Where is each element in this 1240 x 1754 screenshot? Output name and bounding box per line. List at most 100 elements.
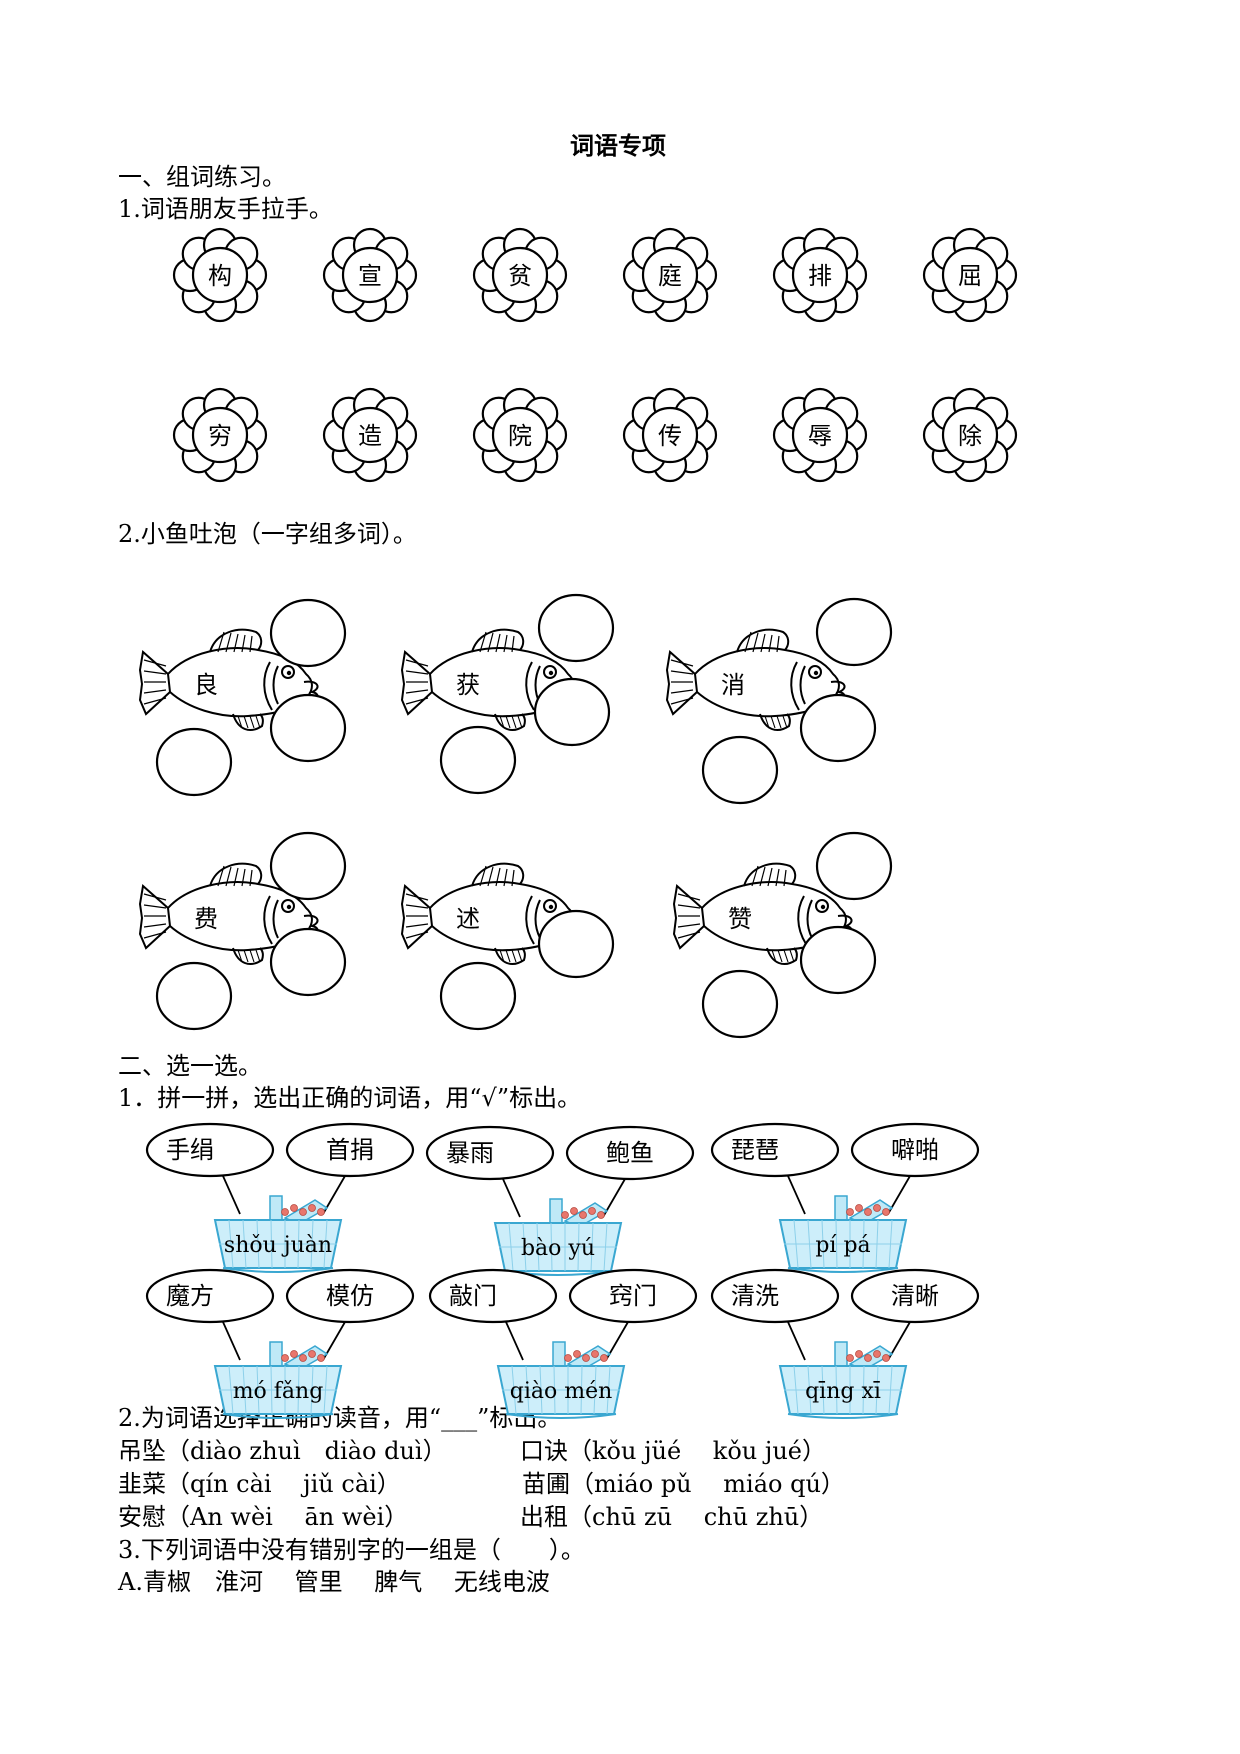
word-basket: 暴雨 鲍鱼 bào yú bbox=[425, 1125, 695, 1276]
answer-bubble[interactable] bbox=[269, 927, 347, 997]
flower-character: 贫 bbox=[508, 262, 532, 290]
word-choice-right[interactable] bbox=[850, 1122, 980, 1178]
word-choice-right[interactable] bbox=[565, 1125, 695, 1181]
word-left: 琵琶 bbox=[731, 1136, 779, 1164]
reading-item: 出租（chū zū chū zhū） bbox=[520, 1503, 824, 1531]
answer-bubble[interactable] bbox=[815, 597, 893, 667]
word-choice-left[interactable] bbox=[428, 1268, 558, 1324]
word-choice-left[interactable] bbox=[710, 1122, 840, 1178]
fish: 良 bbox=[138, 628, 319, 731]
flower-character: 造 bbox=[358, 422, 382, 450]
word-right: 噼啪 bbox=[891, 1136, 939, 1164]
flower: 构 bbox=[172, 227, 268, 323]
fish: 赞 bbox=[672, 862, 853, 965]
answer-bubble[interactable] bbox=[269, 598, 347, 668]
flower: 院 bbox=[472, 387, 568, 483]
word-choice-right[interactable] bbox=[285, 1268, 415, 1324]
basket-pinyin: qīng xī bbox=[805, 1379, 881, 1404]
q1-label: 1.词语朋友手拉手。 bbox=[118, 195, 333, 223]
flower: 传 bbox=[622, 387, 718, 483]
word-right: 首捐 bbox=[326, 1136, 374, 1164]
fish: 费 bbox=[138, 862, 319, 965]
section1-heading: 一、组词练习。 bbox=[118, 163, 286, 191]
answer-bubble[interactable] bbox=[799, 925, 877, 995]
fish-character: 获 bbox=[456, 671, 480, 699]
word-right: 清晰 bbox=[891, 1282, 939, 1310]
flower-character: 构 bbox=[208, 262, 232, 290]
word-left: 魔方 bbox=[166, 1282, 214, 1310]
word-choice-right[interactable] bbox=[568, 1268, 698, 1324]
basket-pinyin: mó fǎng bbox=[233, 1379, 324, 1404]
flower: 辱 bbox=[772, 387, 868, 483]
word-choice-left[interactable] bbox=[710, 1268, 840, 1324]
page-title: 词语专项 bbox=[570, 131, 666, 160]
fish-character: 述 bbox=[456, 905, 480, 933]
answer-bubble[interactable] bbox=[439, 725, 517, 795]
reading-item: 苗圃（miáo pǔ miáo qú） bbox=[522, 1470, 845, 1498]
fish: 消 bbox=[665, 628, 846, 731]
word-choice-right[interactable] bbox=[850, 1268, 980, 1324]
basket-pinyin: bào yú bbox=[521, 1236, 595, 1261]
q2-label: 2.小鱼吐泡（一字组多词）。 bbox=[118, 520, 417, 548]
reading-item: 吊坠（diào zhuì diào duì） bbox=[118, 1437, 447, 1465]
word-choice-left[interactable] bbox=[145, 1268, 275, 1324]
flower: 除 bbox=[922, 387, 1018, 483]
basket-pinyin: pí pá bbox=[815, 1233, 870, 1258]
word-basket: 手绢 首捐 shǒu juàn bbox=[145, 1122, 415, 1273]
answer-bubble[interactable] bbox=[701, 969, 779, 1039]
word-basket: 敲门窍门qiào mén bbox=[428, 1268, 698, 1419]
answer-bubble[interactable] bbox=[537, 909, 615, 979]
word-left: 清洗 bbox=[731, 1282, 779, 1310]
answer-bubble[interactable] bbox=[701, 735, 779, 805]
reading-item: 口诀（kǒu jüé kǒu jué） bbox=[520, 1437, 826, 1465]
flower-character: 穷 bbox=[208, 422, 232, 450]
word-left: 手绢 bbox=[166, 1136, 214, 1164]
word-right: 窍门 bbox=[609, 1282, 657, 1310]
fish-character: 赞 bbox=[728, 905, 752, 933]
flower: 穷 bbox=[172, 387, 268, 483]
answer-bubble[interactable] bbox=[269, 693, 347, 763]
flower-character: 传 bbox=[658, 422, 682, 450]
word-right: 模仿 bbox=[326, 1282, 374, 1310]
section2-heading: 二、选一选。 bbox=[118, 1052, 262, 1080]
word-choice-left[interactable] bbox=[425, 1125, 555, 1181]
answer-bubble[interactable] bbox=[155, 961, 233, 1031]
fish-character: 费 bbox=[194, 905, 218, 933]
word-left: 暴雨 bbox=[446, 1139, 494, 1167]
flower-character: 宣 bbox=[358, 262, 382, 290]
word-basket: 魔方 模仿 mó fǎng bbox=[145, 1268, 415, 1419]
answer-bubble[interactable] bbox=[155, 727, 233, 797]
fish-character: 消 bbox=[721, 671, 745, 699]
flower: 宣 bbox=[322, 227, 418, 323]
fish-character: 良 bbox=[194, 671, 218, 699]
answer-bubble[interactable] bbox=[537, 593, 615, 663]
answer-bubble[interactable] bbox=[269, 831, 347, 901]
s2-q1-label: 1．拼一拼，选出正确的词语，用“√”标出。 bbox=[118, 1084, 582, 1112]
answer-bubble[interactable] bbox=[439, 961, 517, 1031]
flower: 庭 bbox=[622, 227, 718, 323]
reading-item: 安慰（An wèi ān wèi） bbox=[118, 1503, 409, 1531]
reading-item: 韭菜（qín cài jiǔ cài） bbox=[118, 1470, 401, 1498]
answer-bubble[interactable] bbox=[815, 831, 893, 901]
answer-bubble[interactable] bbox=[799, 693, 877, 763]
flower-character: 院 bbox=[508, 422, 532, 450]
flower: 排 bbox=[772, 227, 868, 323]
word-left: 敲门 bbox=[449, 1282, 497, 1310]
flower: 造 bbox=[322, 387, 418, 483]
flower-character: 庭 bbox=[658, 262, 682, 290]
flower: 贫 bbox=[472, 227, 568, 323]
s2-q2-label: 2.为词语选择正确的读音，用“___”标出。 bbox=[118, 1404, 562, 1432]
flower-character: 辱 bbox=[808, 422, 832, 450]
word-choice-right[interactable] bbox=[285, 1122, 415, 1178]
flower-character: 排 bbox=[808, 262, 832, 290]
basket-pinyin: shǒu juàn bbox=[224, 1233, 332, 1258]
s2-q3-label: 3.下列词语中没有错别字的一组是（ ）。 bbox=[118, 1536, 585, 1564]
word-basket: 清洗 清晰 qīng xī bbox=[710, 1268, 980, 1419]
answer-bubble[interactable] bbox=[533, 677, 611, 747]
flower-character: 屈 bbox=[958, 262, 982, 290]
word-choice-left[interactable] bbox=[145, 1122, 275, 1178]
option-a: A.青椒 淮河 管里 脾气 无线电波 bbox=[118, 1568, 550, 1596]
word-right: 鲍鱼 bbox=[606, 1139, 654, 1167]
word-basket: 琵琶 噼啪 pí pá bbox=[710, 1122, 980, 1273]
